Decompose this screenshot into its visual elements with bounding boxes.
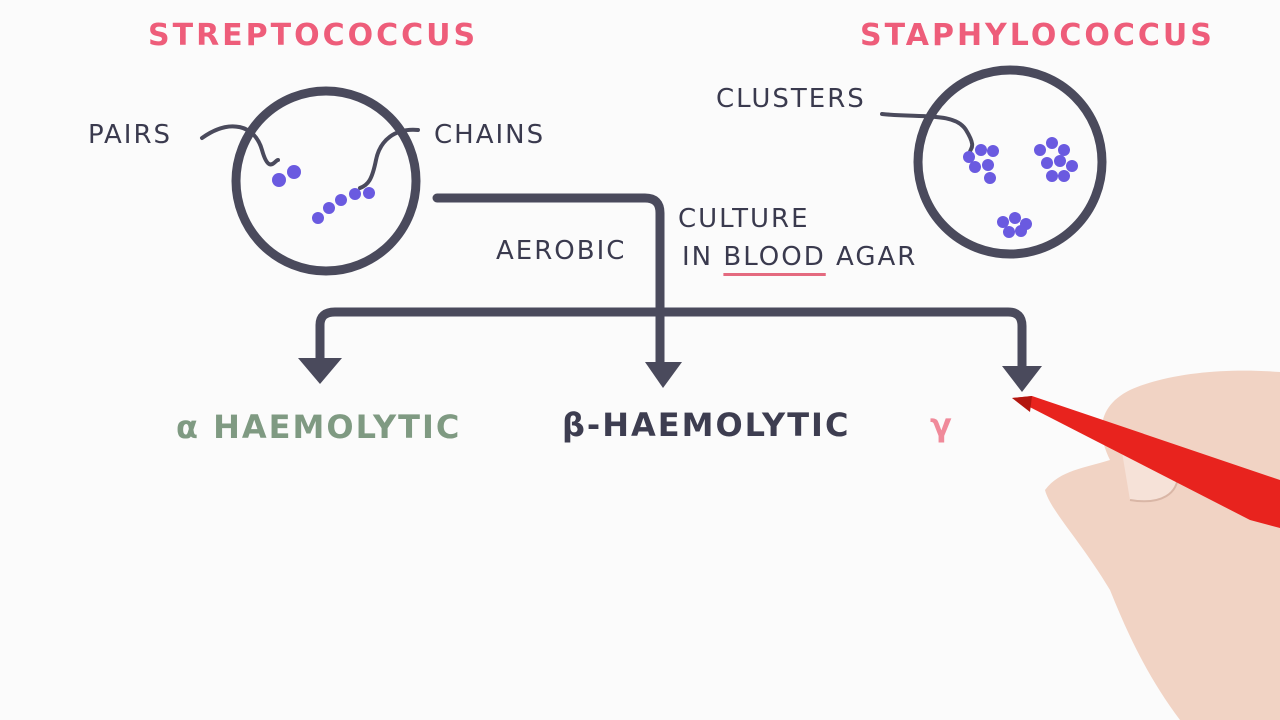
staphylococcus-title: STAPHYLOCOCCUS bbox=[860, 18, 1215, 53]
clusters-pointer bbox=[880, 112, 975, 154]
pairs-label: PAIRS bbox=[88, 120, 173, 150]
staphylococcus-circle bbox=[913, 65, 1107, 259]
chains-pointer bbox=[358, 127, 420, 190]
culture-in: IN bbox=[682, 242, 714, 272]
strep-chain bbox=[312, 187, 375, 224]
beta-haemolytic-label: β-HAEMOLYTIC bbox=[562, 406, 851, 444]
streptococcus-circle bbox=[231, 86, 421, 276]
strep-pairs bbox=[272, 165, 301, 187]
culture-label: CULTURE bbox=[678, 204, 810, 234]
alpha-haemolytic-label: α HAEMOLYTIC bbox=[176, 408, 462, 446]
chains-label: CHAINS bbox=[434, 120, 546, 150]
hand-with-pen bbox=[1012, 370, 1280, 720]
aerobic-label: AEROBIC bbox=[496, 236, 627, 266]
pairs-pointer bbox=[200, 124, 280, 167]
culture-blood: BLOOD bbox=[723, 242, 826, 272]
arrow-heads bbox=[298, 358, 1042, 392]
culture-agar: AGAR bbox=[836, 242, 918, 272]
clusters-label: CLUSTERS bbox=[716, 84, 866, 114]
culture-medium-label: IN BLOOD AGAR bbox=[682, 242, 917, 272]
flow-arrows bbox=[315, 193, 1027, 375]
streptococcus-title: STREPTOCOCCUS bbox=[148, 18, 479, 53]
gamma-haemolytic-label: γ bbox=[930, 406, 954, 444]
staph-clusters bbox=[963, 137, 1078, 238]
